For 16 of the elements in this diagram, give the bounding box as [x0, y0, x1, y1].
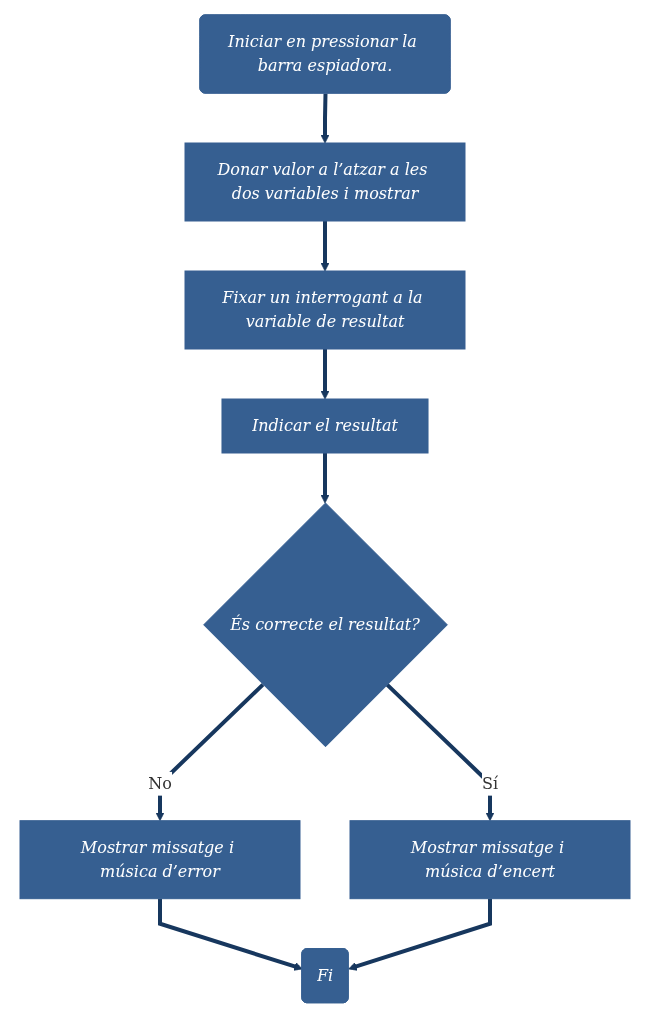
edge-label: Sí [481, 773, 498, 793]
arrow [385, 682, 494, 821]
arrow [347, 898, 492, 971]
node-box: Donar valor a l’atzar a les dos variables i mostrar [184, 142, 465, 222]
node-box: Indicar el resultat [221, 398, 428, 454]
arrow [320, 348, 329, 400]
arrow [155, 682, 264, 821]
node-box: Mostrar missatge i música d’error [19, 819, 300, 899]
node-box: Mostrar missatge i música d’encert [349, 819, 630, 899]
node-diamond: És correcte el resultat? [202, 502, 448, 747]
node-box: Fixar un interrogant a la variable de resultat [184, 270, 465, 350]
arrow [320, 220, 329, 272]
edge-label: No [147, 773, 172, 793]
arrow [320, 452, 329, 504]
arrow [157, 898, 303, 971]
arrow [320, 93, 329, 144]
